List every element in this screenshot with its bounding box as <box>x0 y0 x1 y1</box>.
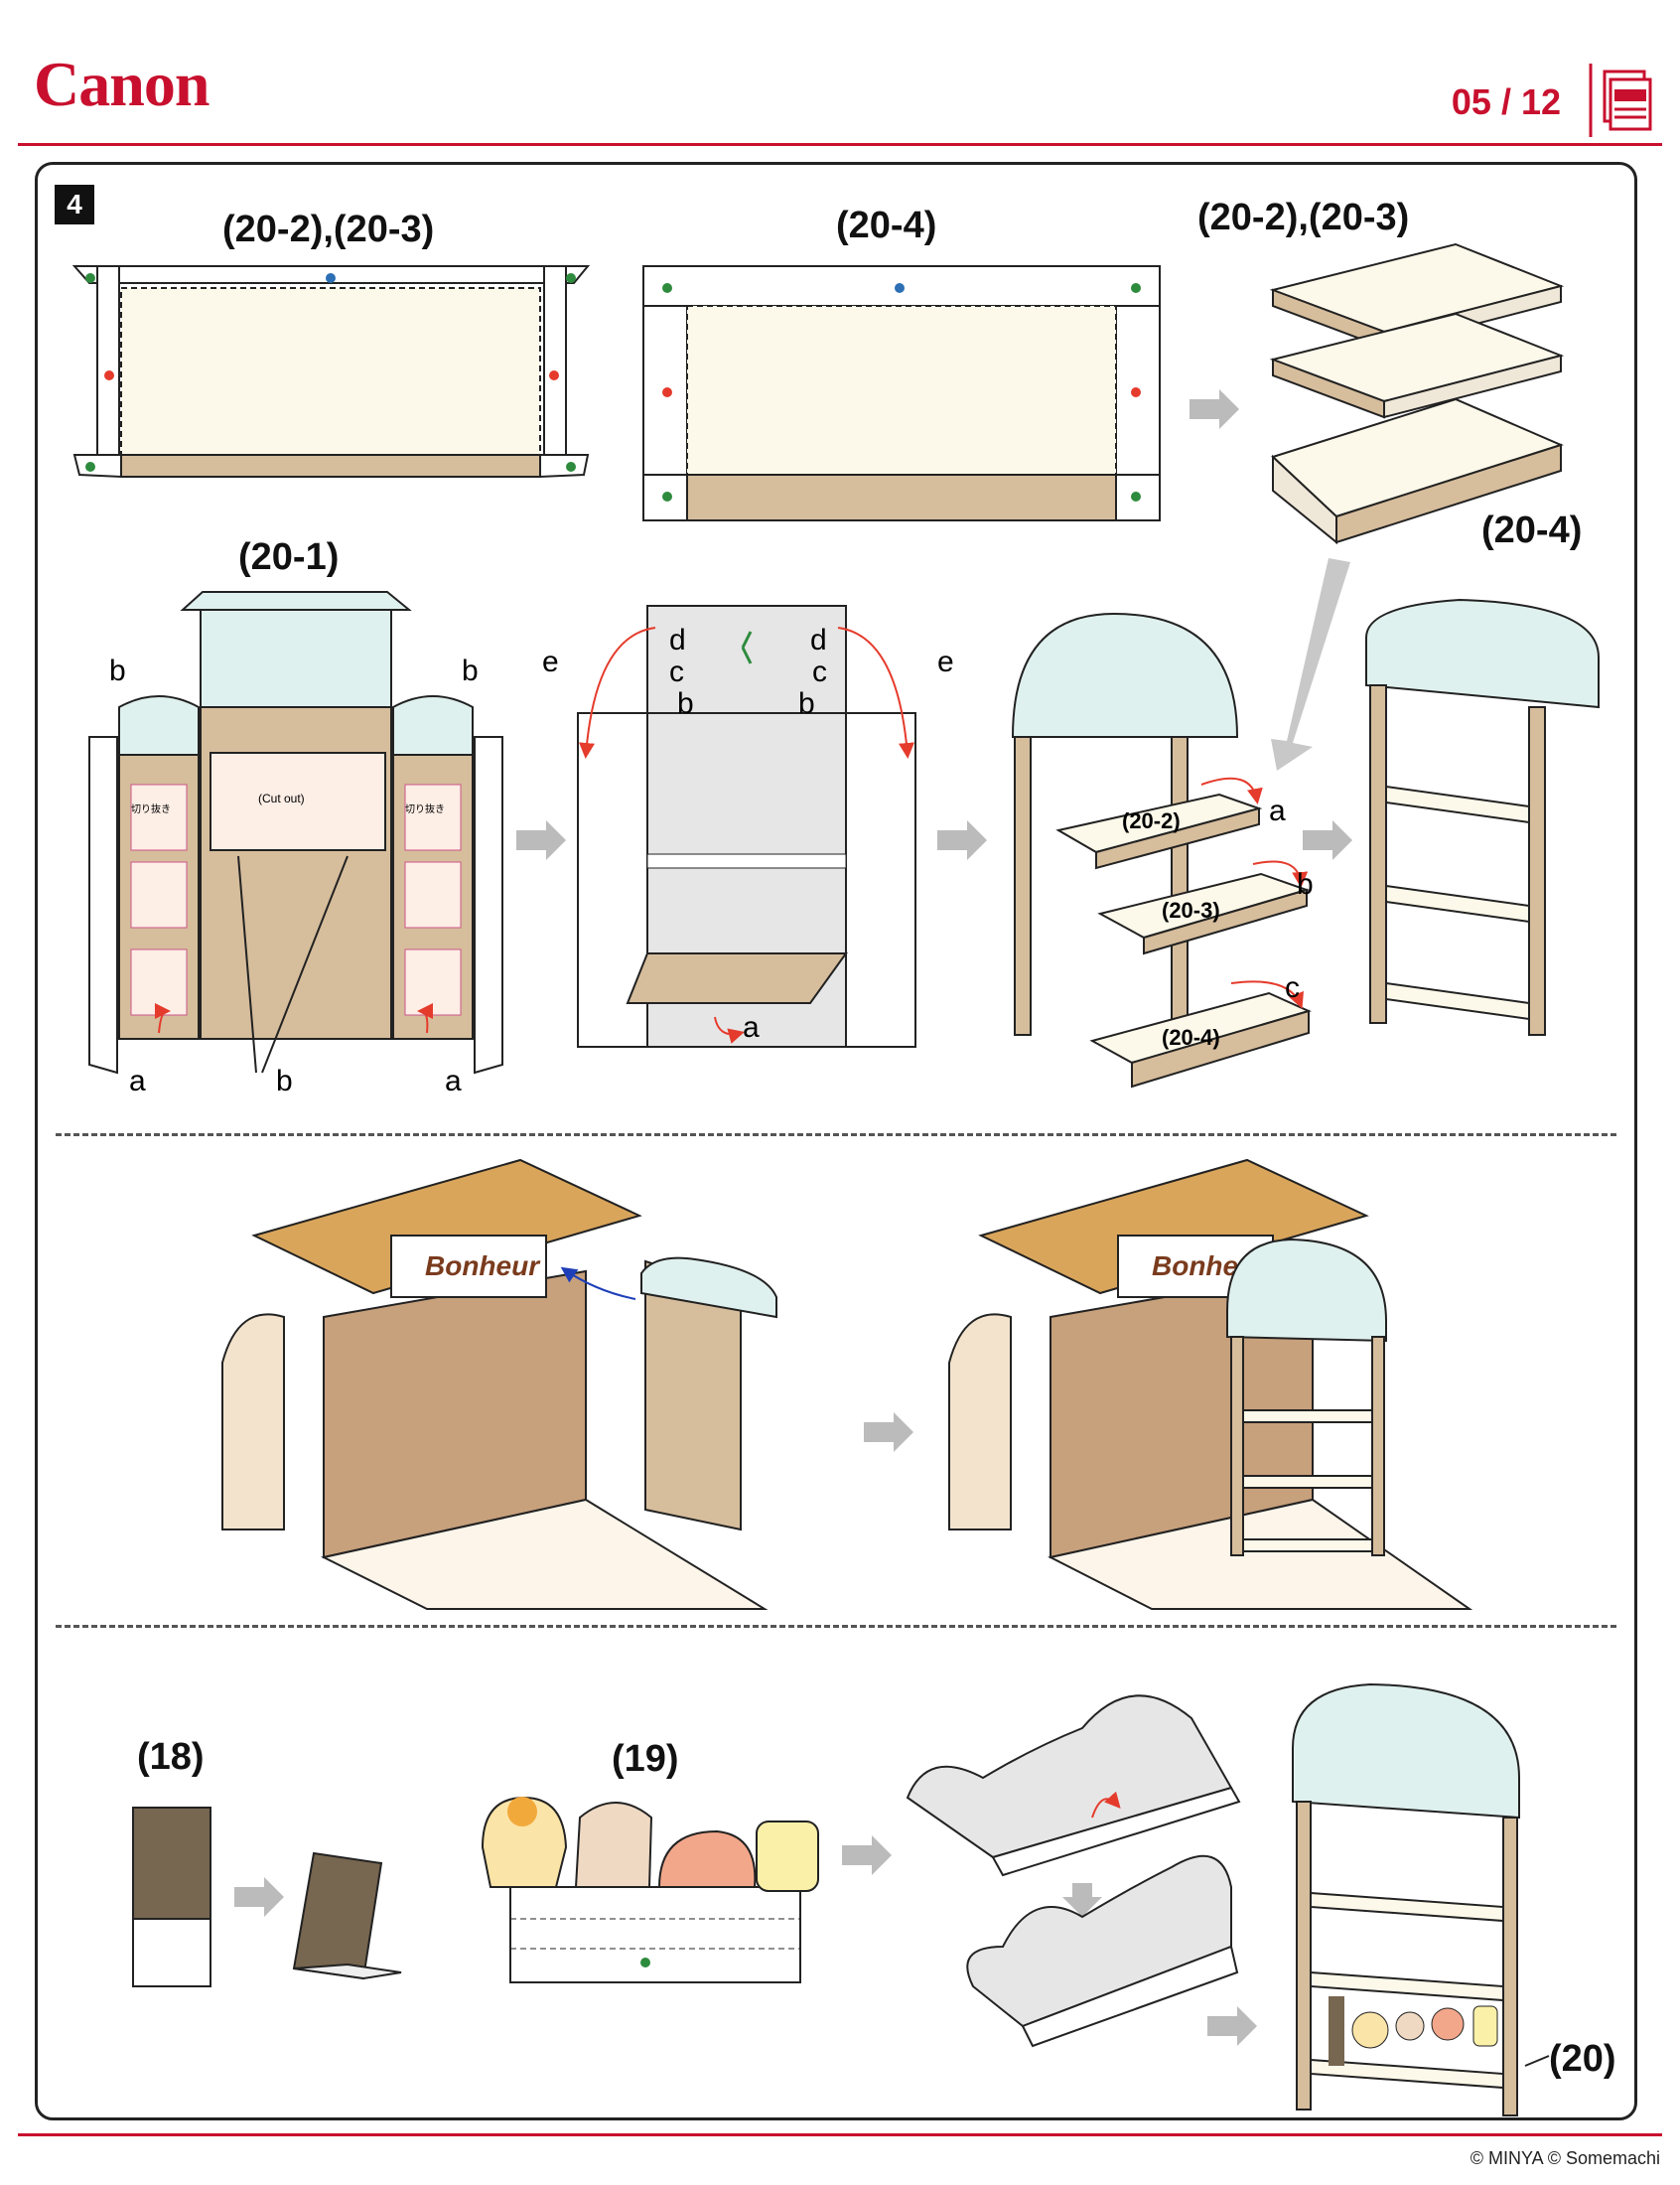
letter-c-shelf: c <box>1285 971 1300 1004</box>
letter-d-right: d <box>810 624 827 656</box>
step-number: 4 <box>55 185 94 224</box>
page-number: 05 / 12 <box>1451 81 1561 122</box>
canon-logo: Canon <box>34 49 210 119</box>
step-panel <box>35 162 1637 2120</box>
cutout-label: 切り抜き <box>131 802 171 815</box>
shop-after: Bonheur <box>948 1158 1473 1610</box>
insert-label-20-3: (20-3) <box>1162 898 1220 923</box>
cutout-label-center: (Cut out) <box>258 792 305 805</box>
letter-b-bottom: b <box>276 1065 293 1097</box>
letter-e-right: e <box>937 646 954 678</box>
shop-before: Bonheur <box>221 1158 777 1610</box>
page-header: Canon 05 / 12 <box>18 0 1662 149</box>
letter-e-left: e <box>542 646 559 678</box>
label-20-1: (20-1) <box>238 536 340 578</box>
section-divider-1 <box>56 1133 1616 1136</box>
label-20-2-20-3-stacked: (20-2),(20-3) <box>1197 197 1410 238</box>
sign-bonheur-1: Bonheur <box>425 1250 541 1281</box>
label-20-2-20-3: (20-2),(20-3) <box>222 209 435 250</box>
shelf-insertion <box>1011 612 1312 1089</box>
shelf-net-20-4 <box>642 265 1161 521</box>
letter-b-shelf: b <box>1297 868 1314 901</box>
shelf-net-20-2-20-3 <box>71 265 591 479</box>
letter-a-shelf: a <box>1269 795 1286 827</box>
insert-label-20-2: (20-2) <box>1122 808 1181 833</box>
page-stack-icon[interactable] <box>1589 64 1656 137</box>
insert-label-20-4: (20-4) <box>1162 1025 1220 1050</box>
part-18-stand <box>132 1807 402 1987</box>
letter-b-right: b <box>462 655 479 687</box>
frame-partial-assembly <box>577 605 916 1048</box>
letter-b-left: b <box>109 655 126 687</box>
frame-net-20-1 <box>88 591 503 1075</box>
letter-c-right: c <box>812 656 827 688</box>
header-rule <box>18 143 1662 146</box>
label-20-4-stacked: (20-4) <box>1481 510 1583 551</box>
section-divider-2 <box>56 1625 1616 1628</box>
final-display-20 <box>1292 1682 1550 2116</box>
label-19: (19) <box>612 1738 679 1780</box>
letter-b-mid-right: b <box>798 687 815 720</box>
label-20: (20) <box>1549 2038 1616 2080</box>
letter-b-mid-left: b <box>677 687 694 720</box>
copyright: © MINYA © Somemachi <box>1470 2148 1660 2168</box>
folded-shelves <box>1269 242 1565 545</box>
part-19-pastries <box>481 1796 819 1983</box>
letter-a-right: a <box>445 1065 462 1097</box>
cutout-label-right: 切り抜き <box>405 802 445 815</box>
completed-shelf <box>1365 598 1600 1036</box>
letter-c-left: c <box>669 656 684 688</box>
letter-d-left: d <box>669 624 686 656</box>
footer-rule <box>18 2133 1662 2136</box>
label-20-4: (20-4) <box>836 205 937 246</box>
letter-a-mid: a <box>743 1011 760 1044</box>
letter-a-left: a <box>129 1065 146 1097</box>
part-19-folding <box>906 1694 1241 2048</box>
label-18: (18) <box>137 1736 205 1778</box>
